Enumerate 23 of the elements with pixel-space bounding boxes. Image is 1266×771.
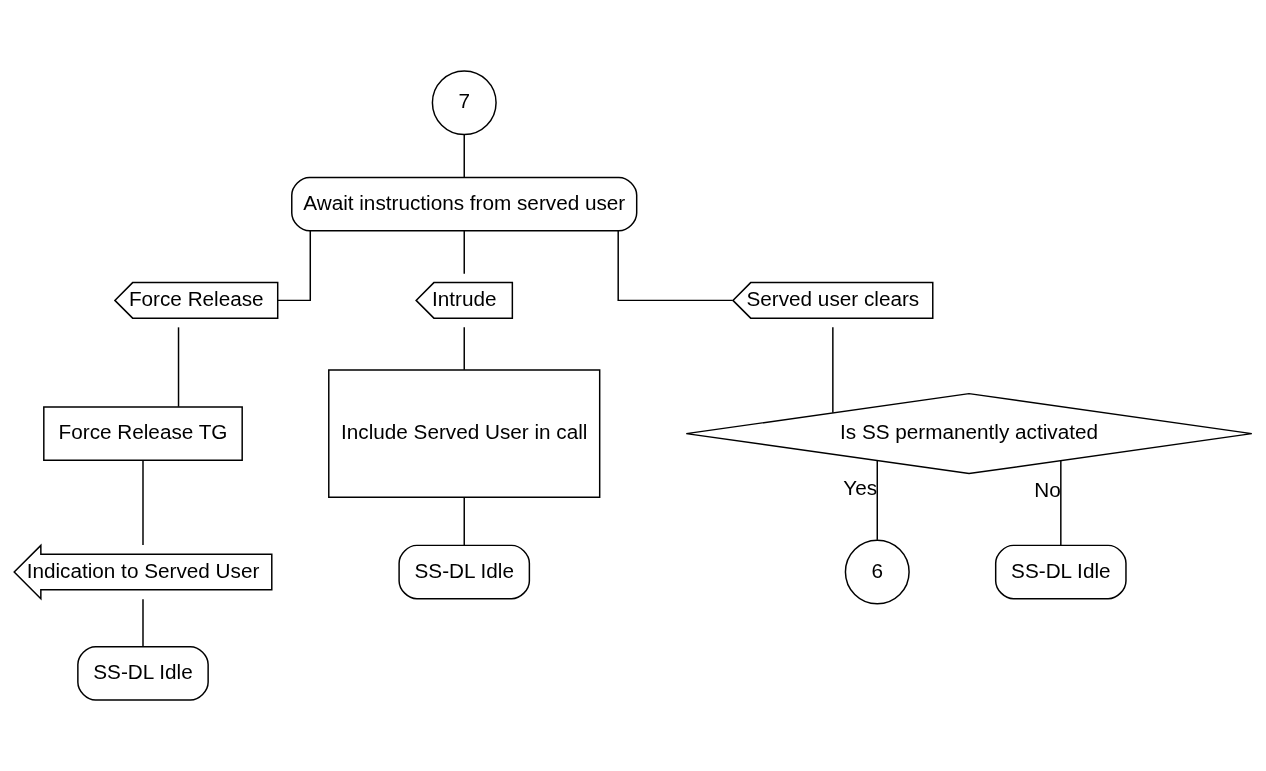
edge-label: Yes bbox=[843, 475, 878, 499]
node-box: SS-DL Idle bbox=[398, 544, 531, 600]
connector bbox=[832, 326, 834, 414]
connector bbox=[177, 326, 180, 408]
node-box: Force Release TG bbox=[43, 406, 243, 461]
node-diamond: Is SS permanently activated bbox=[685, 392, 1253, 475]
node-box: Await instructions from served user bbox=[291, 176, 638, 232]
connector bbox=[1060, 460, 1062, 546]
connector bbox=[463, 134, 465, 179]
connector bbox=[463, 230, 465, 275]
node-circle: 7 bbox=[431, 70, 497, 136]
node-circle: 6 bbox=[844, 539, 910, 605]
connector bbox=[142, 459, 144, 546]
node-box: SS-DL Idle bbox=[77, 646, 209, 701]
node-box: SS-DL Idle bbox=[994, 544, 1127, 600]
edge-label: No bbox=[1034, 478, 1061, 502]
node-box: Include Served User in call bbox=[328, 369, 601, 498]
connector bbox=[463, 496, 465, 546]
connector bbox=[617, 230, 734, 302]
connector bbox=[277, 230, 311, 302]
connector bbox=[463, 326, 465, 371]
connector bbox=[876, 460, 878, 541]
connector bbox=[142, 598, 144, 647]
